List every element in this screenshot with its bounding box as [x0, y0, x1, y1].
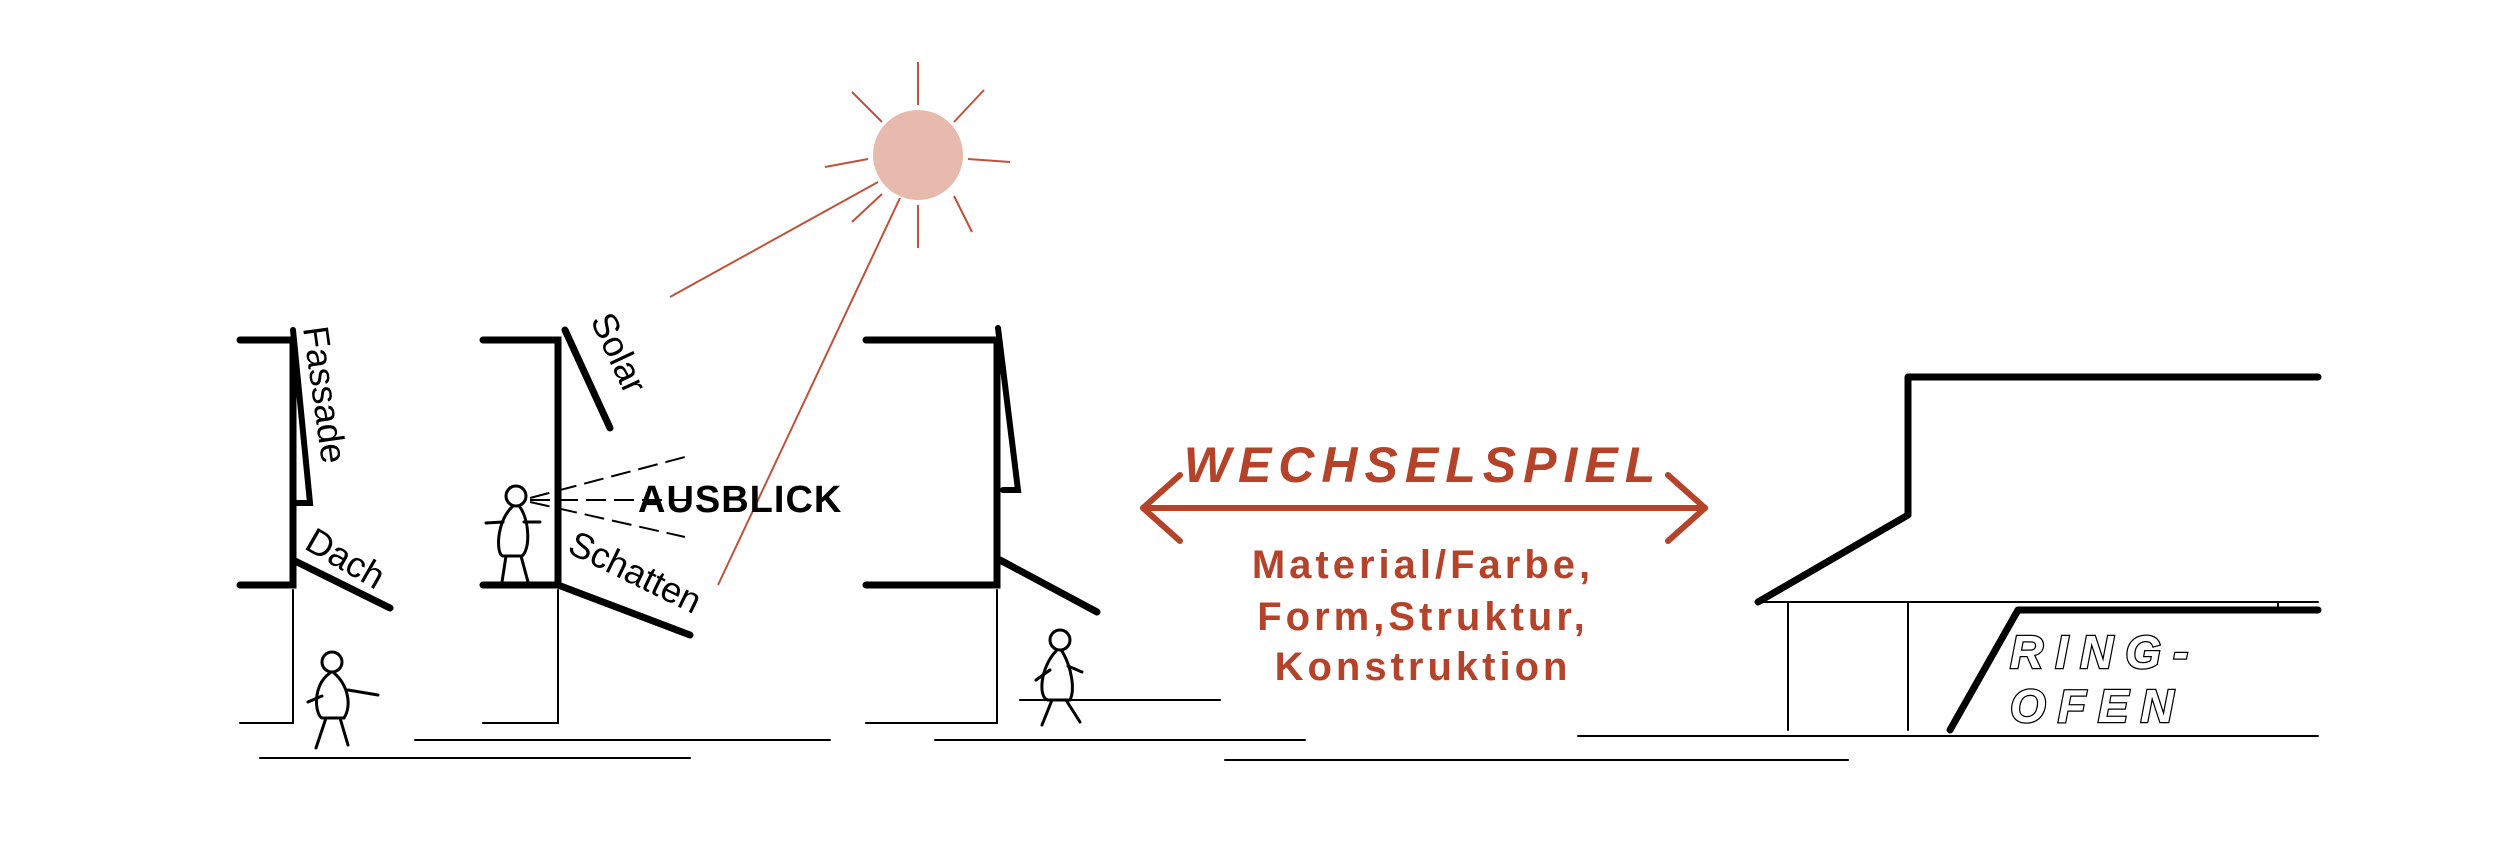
label-ringofen-line1: RING-: [2010, 626, 2200, 678]
person-icon: [306, 650, 380, 750]
building-section-facade: [236, 327, 691, 759]
label-material-line2: Form,Struktur,: [1257, 595, 1589, 639]
label-material-line1: Material/Farbe,: [1252, 543, 1594, 587]
label-ringofen-line2: OFEN: [2010, 680, 2186, 732]
person-icon: [1034, 628, 1084, 727]
person-icon: [484, 484, 542, 584]
building-section-solar: [414, 326, 831, 741]
label-wechselspiel: WECHSELSPIEL: [1184, 437, 1662, 493]
sun-icon: [669, 62, 1011, 586]
building-section-shading: [862, 325, 1849, 761]
label-schatten: Schatten: [562, 522, 708, 621]
building-section-ringofen: [1577, 373, 2322, 737]
label-ausblick: AUSBLICK: [638, 479, 842, 521]
label-material-line3: Konstruktion: [1275, 645, 1572, 689]
double-arrow-icon: [1140, 472, 1708, 544]
